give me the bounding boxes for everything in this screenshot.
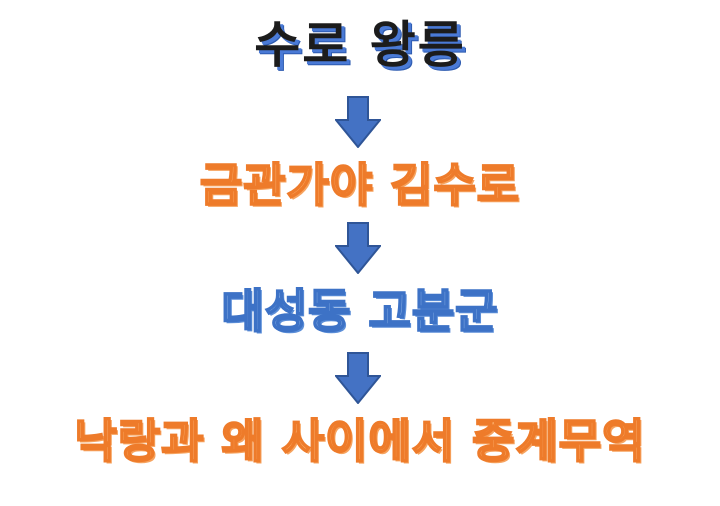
arrow-down-icon bbox=[335, 96, 381, 148]
arrow-down-icon bbox=[335, 352, 381, 404]
step-2-text: 금관가야 김수로 bbox=[199, 158, 521, 212]
step-3-text: 대성동 고분군 bbox=[221, 284, 499, 338]
step-4-text: 낙랑과 왜 사이에서 중계무역 bbox=[74, 414, 646, 468]
step-1-text: 수로 왕릉 bbox=[254, 16, 466, 74]
arrow-down-icon bbox=[335, 222, 381, 274]
